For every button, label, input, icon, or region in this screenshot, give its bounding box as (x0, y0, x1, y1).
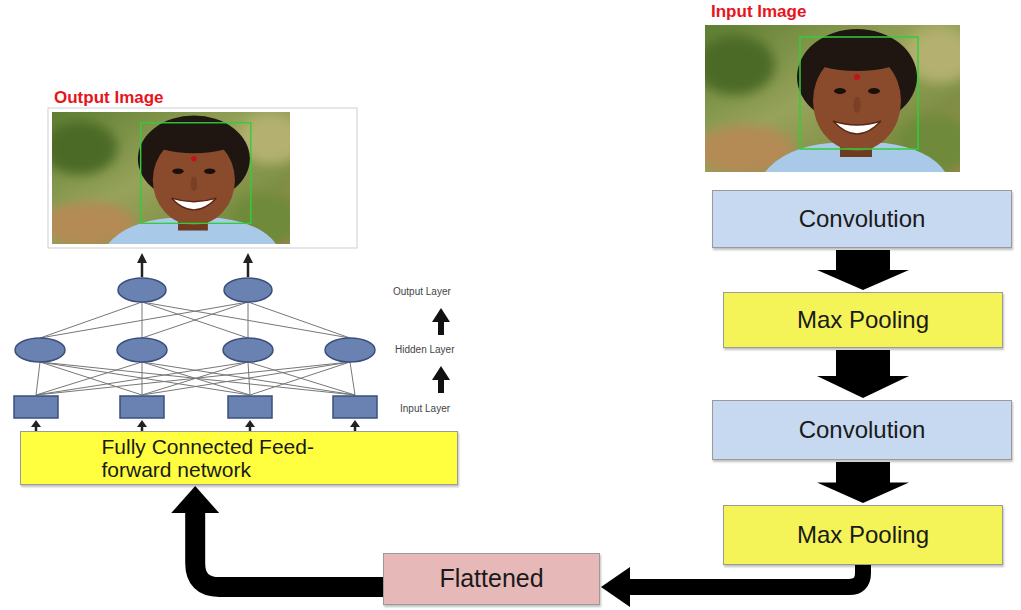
flow-arrow (171, 486, 383, 587)
connector-line (195, 511, 383, 587)
input-image-frame: Input Image (705, 2, 963, 175)
output-image-frame: Output Image (48, 88, 358, 248)
box-label: Max Pooling (797, 522, 929, 548)
max-pooling-box: Max Pooling (723, 292, 1003, 348)
flattened-box: Flattened (383, 553, 600, 605)
convolution-box: Convolution (712, 190, 1012, 248)
layer-label: Output Layer (393, 286, 451, 297)
layer-label: Hidden Layer (395, 344, 454, 355)
flow-arrow (817, 250, 909, 290)
box-label: Convolution (799, 417, 926, 443)
flow-arrow (817, 350, 909, 398)
connector-line (628, 565, 863, 587)
max-pooling-box: Max Pooling (723, 505, 1003, 565)
flow-arrow (817, 462, 909, 503)
block-arrow (817, 462, 909, 503)
box-label: Flattened (439, 565, 543, 593)
arrow-head (171, 486, 219, 513)
image-heading: Output Image (48, 88, 170, 109)
box-label: Fully Connected Feed-forward network (102, 435, 377, 481)
layer-label: Input Layer (400, 403, 450, 414)
image-heading: Input Image (705, 2, 812, 23)
block-arrow (817, 350, 909, 398)
arrow-head (601, 567, 630, 607)
fully-connected-box: Fully Connected Feed-forward network (20, 431, 458, 485)
box-label: Max Pooling (797, 307, 929, 333)
box-label: Convolution (799, 206, 926, 232)
flow-arrow (601, 565, 863, 607)
block-arrow (817, 250, 909, 290)
convolution-box: Convolution (712, 400, 1012, 460)
